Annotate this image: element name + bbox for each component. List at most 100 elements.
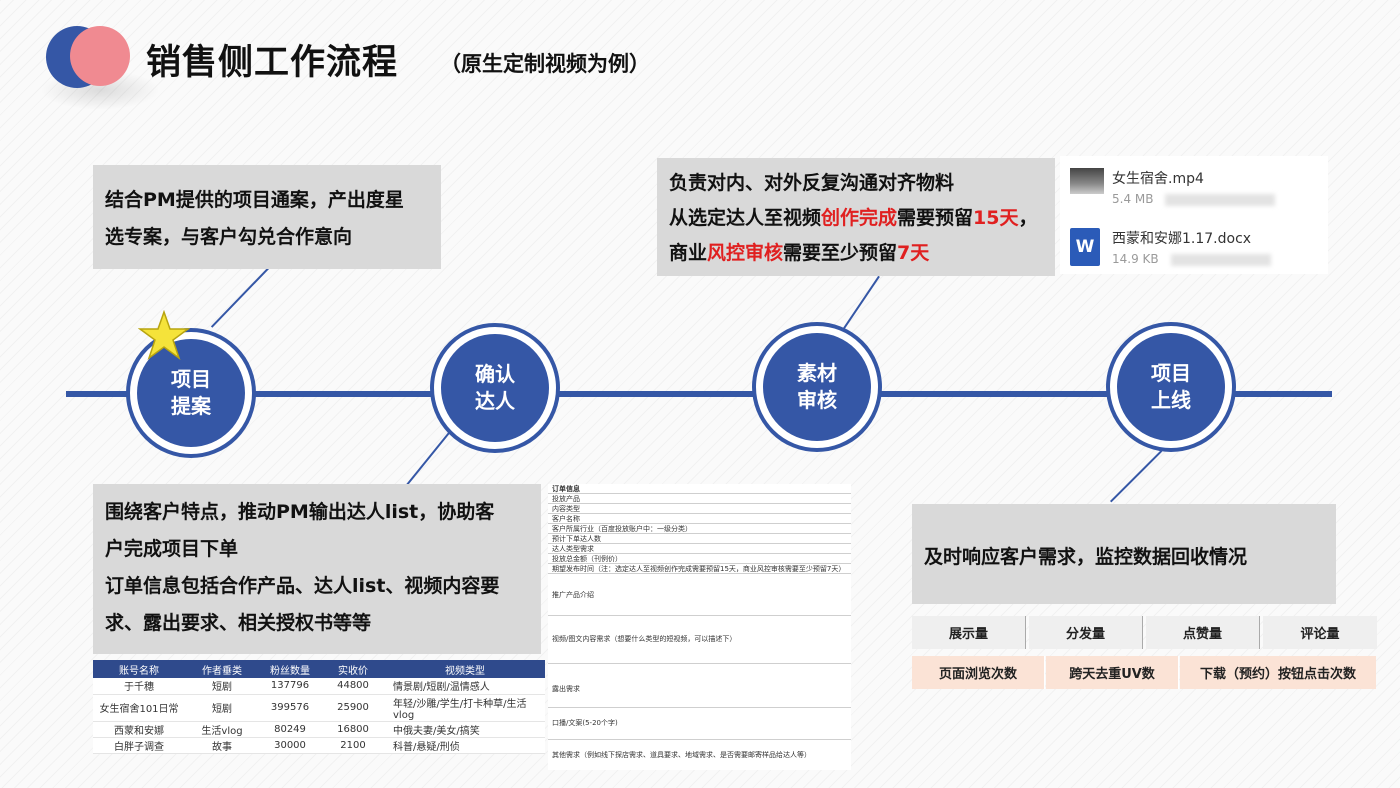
blurred-info xyxy=(1170,253,1271,266)
table-cell: 西蒙和安娜 xyxy=(93,721,185,738)
table-cell: 于千穗 xyxy=(93,678,185,695)
proposal-line: 选专案，与客户勾兑合作意向 xyxy=(105,226,353,248)
connector-launch xyxy=(1110,450,1163,503)
metric-value: 下载（预约）按钮点击次数 xyxy=(1180,656,1376,689)
node-label: 审核 xyxy=(797,388,837,412)
proposal-box: 结合PM提供的项目通案，产出度星 选专案，与客户勾兑合作意向 xyxy=(93,165,441,269)
node-launch: 项目上线 xyxy=(1106,322,1236,452)
confirm-line: 户完成项目下单 xyxy=(105,538,239,560)
review-text: 从选定达人至视频 xyxy=(669,207,822,229)
connector-review xyxy=(843,275,880,330)
column-header: 视频类型 xyxy=(385,660,545,678)
table-cell: 137796 xyxy=(259,678,321,695)
order-form-field: 其他需求（例如线下探店需求、道具要求、地域需求、是否需要邮寄样品给达人等） xyxy=(552,751,811,759)
node-review: 素材审核 xyxy=(752,322,882,452)
order-form-field: 达人类型需求 xyxy=(548,544,851,554)
file-item[interactable]: W 西蒙和安娜1.17.docx 14.9 KB xyxy=(1070,228,1271,266)
review-line: 负责对内、对外反复沟通对齐物料 xyxy=(669,172,955,194)
table-cell: 科普/悬疑/刑侦 xyxy=(385,737,545,754)
file-item[interactable]: 女生宿舍.mp4 5.4 MB xyxy=(1070,168,1276,206)
order-form-title: 订单信息 xyxy=(548,484,851,494)
node-label: 上线 xyxy=(1151,388,1191,412)
confirm-line: 订单信息包括合作产品、达人list、视频内容要 xyxy=(105,575,500,597)
launch-box: 及时响应客户需求，监控数据回收情况 xyxy=(912,504,1336,604)
file-size-value: 5.4 MB xyxy=(1112,192,1154,206)
order-form-field: 露出需求 xyxy=(548,664,851,708)
review-line: 从选定达人至视频创作完成需要预留15天， xyxy=(669,201,1055,236)
node-label: 达人 xyxy=(475,389,515,413)
file-size: 14.9 KB xyxy=(1112,252,1271,266)
confirm-line: 求、露出要求、相关授权书等等 xyxy=(105,612,372,634)
header-pink-circle xyxy=(70,26,130,86)
review-highlight: 7天 xyxy=(897,242,930,264)
file-name: 女生宿舍.mp4 xyxy=(1112,171,1204,187)
table-cell: 25900 xyxy=(321,694,385,722)
order-form: 订单信息 投放产品 内容类型 客户名称 客户所属行业（百度投放账户中：一级分类）… xyxy=(548,484,851,770)
timeline-line xyxy=(66,391,1332,397)
file-size-value: 14.9 KB xyxy=(1112,252,1159,266)
blurred-info xyxy=(1165,193,1276,206)
node-label: 项目 xyxy=(171,367,211,391)
word-doc-icon: W xyxy=(1070,228,1100,266)
table-cell: 16800 xyxy=(321,721,385,738)
page-title: 销售侧工作流程 xyxy=(146,43,399,83)
table-cell: 30000 xyxy=(259,737,321,754)
confirm-box: 围绕客户特点，推动PM输出达人list，协助客 户完成项目下单 订单信息包括合作… xyxy=(93,484,541,654)
metric-header: 展示量 xyxy=(912,616,1026,649)
table-header-row: 账号名称 作者垂类 粉丝数量 实收价 视频类型 xyxy=(93,660,545,678)
table-row: 于千穗 短剧 137796 44800 情景剧/短剧/温情感人 xyxy=(93,678,545,695)
table-row: 白胖子调查 故事 30000 2100 科普/悬疑/刑侦 xyxy=(93,737,545,754)
file-name: 西蒙和安娜1.17.docx xyxy=(1112,231,1252,247)
node-proposal: 项目提案 xyxy=(126,328,256,458)
page-subtitle: （原生定制视频为例） xyxy=(440,52,650,76)
column-header: 作者垂类 xyxy=(185,660,259,678)
table-cell: 年轻/沙雕/学生/打卡种草/生活vlog xyxy=(385,694,545,722)
node-label: 素材 xyxy=(797,361,837,385)
metric-value: 页面浏览次数 xyxy=(912,656,1045,689)
table-row: 西蒙和安娜 生活vlog 80249 16800 中俄夫妻/美女/搞笑 xyxy=(93,721,545,738)
node-confirm: 确认达人 xyxy=(430,323,560,453)
table-cell: 中俄夫妻/美女/搞笑 xyxy=(385,721,545,738)
metric-header: 评论量 xyxy=(1263,616,1377,649)
review-text: 商业 xyxy=(669,242,708,264)
order-form-field: 口播/文案(5-20个字) xyxy=(548,708,851,740)
node-label: 项目 xyxy=(1151,361,1191,385)
metric-header: 分发量 xyxy=(1029,616,1143,649)
table-cell: 故事 xyxy=(185,737,259,754)
star-icon xyxy=(138,310,190,360)
review-highlight: 15天 xyxy=(973,207,1019,229)
review-text: ， xyxy=(1018,207,1038,229)
node-label: 确认 xyxy=(475,362,515,386)
creator-table: 账号名称 作者垂类 粉丝数量 实收价 视频类型 于千穗 短剧 137796 44… xyxy=(93,660,545,754)
video-thumbnail-icon xyxy=(1070,168,1104,194)
table-cell: 生活vlog xyxy=(185,721,259,738)
order-form-field: 预计下单达人数 xyxy=(548,534,851,544)
order-form-field: 客户所属行业（百度投放账户中：一级分类） xyxy=(548,524,851,534)
table-cell: 短剧 xyxy=(185,694,259,722)
review-text: 需要至少预留 xyxy=(783,242,898,264)
order-form-field: 投放总金额（刊例价） xyxy=(548,554,851,564)
review-line: 商业风控审核需要至少预留7天 xyxy=(669,236,1055,271)
order-form-field: 推广产品介绍 xyxy=(548,574,851,616)
column-header: 账号名称 xyxy=(93,660,185,678)
table-cell: 2100 xyxy=(321,737,385,754)
review-text: 需要预留 xyxy=(897,207,974,229)
connector-proposal xyxy=(210,266,270,328)
proposal-line: 结合PM提供的项目通案，产出度星 xyxy=(105,189,404,211)
order-form-field: 内容类型 xyxy=(548,504,851,514)
confirm-line: 围绕客户特点，推动PM输出达人list，协助客 xyxy=(105,501,495,523)
metric-header: 点赞量 xyxy=(1146,616,1260,649)
table-cell: 情景剧/短剧/温情感人 xyxy=(385,678,545,695)
order-form-field: 视频/图文内容需求（想要什么类型的短视频，可以描述下） xyxy=(548,616,851,664)
column-header: 实收价 xyxy=(321,660,385,678)
review-box: 负责对内、对外反复沟通对齐物料 从选定达人至视频创作完成需要预留15天， 商业风… xyxy=(657,158,1055,276)
review-highlight: 风控审核 xyxy=(707,242,784,264)
table-cell: 44800 xyxy=(321,678,385,695)
order-form-field: 投放产品 xyxy=(548,494,851,504)
table-cell: 女生宿舍101日常 xyxy=(93,694,185,722)
launch-text: 及时响应客户需求，监控数据回收情况 xyxy=(924,546,1248,568)
node-label: 提案 xyxy=(171,394,211,418)
table-row: 女生宿舍101日常 短剧 399576 25900 年轻/沙雕/学生/打卡种草/… xyxy=(93,694,545,722)
connector-confirm xyxy=(400,430,451,492)
column-header: 粉丝数量 xyxy=(259,660,321,678)
